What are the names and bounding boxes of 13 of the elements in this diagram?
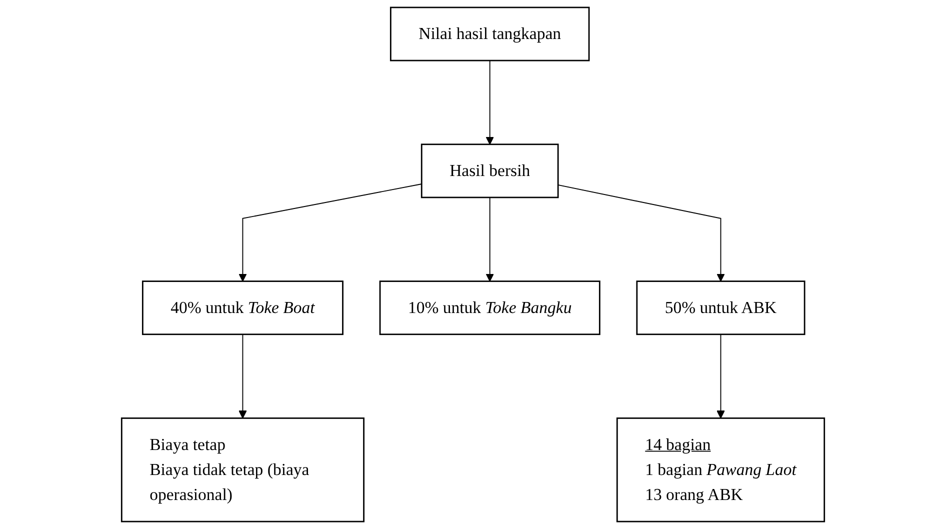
node-box: 40% untuk Toke Boat — [142, 280, 344, 336]
arrow — [486, 60, 494, 145]
arrow — [486, 196, 494, 282]
node-box: Biaya tetap Biaya tidak tetap (biaya operasional) — [120, 417, 364, 522]
node-box: 10% untuk Toke Bangku — [379, 280, 600, 336]
node-box: Hasil bersih — [420, 144, 559, 198]
arrow — [238, 334, 247, 419]
arrow — [238, 184, 422, 282]
node-box: 50% untuk ABK — [636, 280, 806, 336]
arrow — [716, 334, 725, 419]
node-box: Nilai hasil tangkapan — [390, 6, 590, 62]
node-box: 14 bagian 1 bagian Pawang Laot 13 orang ABK — [616, 417, 826, 522]
arrow — [558, 184, 725, 282]
